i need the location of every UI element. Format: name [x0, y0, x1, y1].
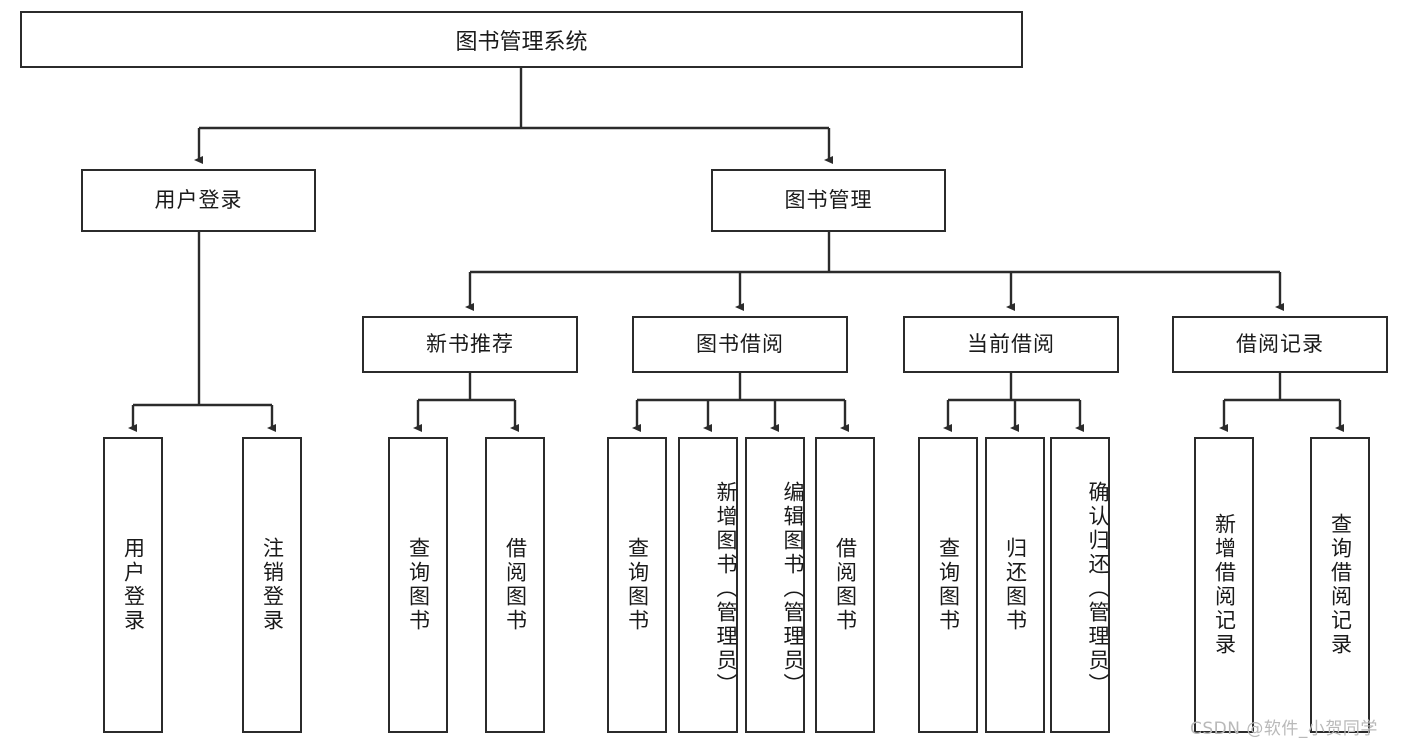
node-root-label: 图书管理系统 — [455, 29, 588, 55]
node-user-login[interactable]: 用户登录 — [81, 169, 316, 232]
node-book-borrow[interactable]: 图书借阅 — [632, 316, 848, 373]
leaf-record-query-record[interactable]: 查询借阅记录 — [1310, 437, 1370, 733]
leaf-label: 查询借阅记录 — [1328, 513, 1353, 657]
leaf-current-confirm-return-admin[interactable]: 确认归还（管理员） — [1050, 437, 1110, 733]
leaf-current-query-book[interactable]: 查询图书 — [918, 437, 978, 733]
node-user-login-label: 用户登录 — [154, 187, 243, 212]
leaf-current-return-book[interactable]: 归还图书 — [985, 437, 1045, 733]
leaf-user-login-signin[interactable]: 用户登录 — [103, 437, 163, 733]
leaf-label: 借阅图书 — [503, 537, 528, 633]
node-borrow-record-label: 借阅记录 — [1236, 331, 1324, 356]
leaf-user-login-signout[interactable]: 注销登录 — [242, 437, 302, 733]
leaf-label: 借阅图书 — [833, 537, 858, 633]
leaf-label: 用户登录 — [121, 537, 146, 633]
leaf-borrow-add-book-admin[interactable]: 新增图书（管理员） — [678, 437, 738, 733]
leaf-label: 查询图书 — [936, 537, 961, 633]
node-new-book-recommend[interactable]: 新书推荐 — [362, 316, 578, 373]
node-borrow-record[interactable]: 借阅记录 — [1172, 316, 1388, 373]
leaf-new-book-query[interactable]: 查询图书 — [388, 437, 448, 733]
leaf-label: 查询图书 — [406, 537, 431, 633]
node-book-management[interactable]: 图书管理 — [711, 169, 946, 232]
leaf-label: 查询图书 — [625, 537, 650, 633]
leaf-label: 确认归还（管理员） — [1086, 481, 1110, 697]
node-book-management-label: 图书管理 — [784, 187, 873, 212]
node-new-book-recommend-label: 新书推荐 — [426, 331, 514, 356]
leaf-label: 注销登录 — [260, 537, 285, 633]
leaf-new-book-borrow[interactable]: 借阅图书 — [485, 437, 545, 733]
node-current-borrow[interactable]: 当前借阅 — [903, 316, 1119, 373]
leaf-borrow-query-book[interactable]: 查询图书 — [607, 437, 667, 733]
leaf-label: 编辑图书（管理员） — [781, 481, 805, 697]
leaf-record-add-record[interactable]: 新增借阅记录 — [1194, 437, 1254, 733]
node-book-borrow-label: 图书借阅 — [696, 331, 784, 356]
node-root-system[interactable]: 图书管理系统 — [20, 11, 1023, 68]
csdn-watermark: CSDN @软件_小贺同学 — [1190, 719, 1378, 739]
leaf-label: 归还图书 — [1003, 537, 1028, 633]
node-current-borrow-label: 当前借阅 — [967, 331, 1055, 356]
leaf-borrow-borrow-book[interactable]: 借阅图书 — [815, 437, 875, 733]
leaf-label: 新增借阅记录 — [1212, 513, 1237, 657]
leaf-label: 新增图书（管理员） — [714, 481, 738, 697]
leaf-borrow-edit-book-admin[interactable]: 编辑图书（管理员） — [745, 437, 805, 733]
